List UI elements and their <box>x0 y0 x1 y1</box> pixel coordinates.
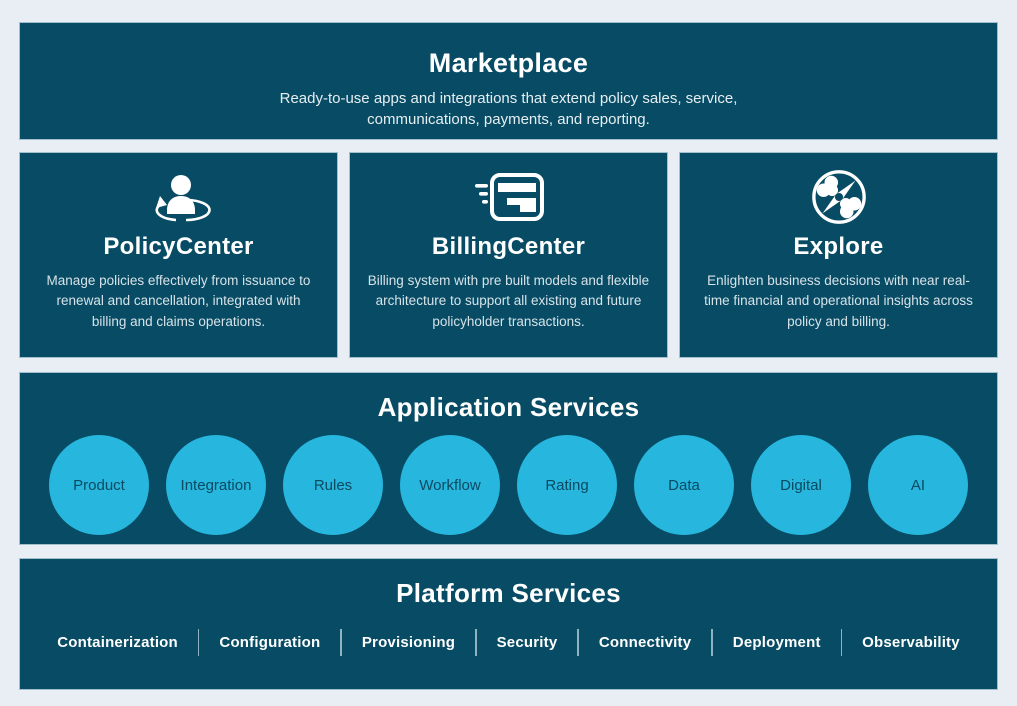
compass-icon <box>680 168 997 226</box>
service-circle-integration: Integration <box>166 435 266 535</box>
marketplace-subtitle-line2: communications, payments, and reporting. <box>367 111 650 128</box>
service-circle-label: AI <box>910 476 926 494</box>
divider <box>577 629 579 656</box>
marketplace-subtitle-line1: Ready-to-use apps and integrations that … <box>279 90 738 107</box>
product-card-policycenter: PolicyCenter Manage policies effectively… <box>19 152 338 358</box>
application-services-title: Application Services <box>377 392 640 422</box>
product-card-description: Billing system with pre built models and… <box>367 273 650 329</box>
service-circle-label: Digital <box>780 476 822 494</box>
service-circle-ai: AI <box>868 435 968 535</box>
platform-services-items: Containerization Configuration Provision… <box>20 629 997 656</box>
platform-services-title: Platform Services <box>396 578 621 608</box>
product-card-description: Enlighten business decisions with near r… <box>704 273 973 329</box>
divider <box>475 629 477 656</box>
platform-item-connectivity: Connectivity <box>598 634 692 651</box>
product-card-title: PolicyCenter <box>103 233 254 260</box>
marketplace-title: Marketplace <box>428 48 589 78</box>
divider <box>340 629 342 656</box>
service-circle-label: Product <box>73 476 125 494</box>
marketplace-banner: Marketplace Ready-to-use apps and integr… <box>19 22 998 140</box>
application-services-circles: Product Integration Rules Workflow Ratin… <box>20 435 997 535</box>
service-circle-label: Integration <box>180 476 252 494</box>
platform-services-band: Platform Services Containerization Confi… <box>19 558 998 690</box>
divider <box>711 629 713 656</box>
service-circle-product: Product <box>49 435 149 535</box>
product-card-billingcenter: BillingCenter Billing system with pre bu… <box>349 152 668 358</box>
application-services-band: Application Services Product Integration… <box>19 372 998 545</box>
platform-item-containerization: Containerization <box>57 634 178 651</box>
service-circle-data: Data <box>634 435 734 535</box>
service-circle-workflow: Workflow <box>400 435 500 535</box>
service-circle-label: Rating <box>545 476 589 494</box>
platform-item-configuration: Configuration <box>219 634 321 651</box>
product-card-title: BillingCenter <box>431 233 586 260</box>
product-card-explore: Explore Enlighten business decisions wit… <box>679 152 998 358</box>
person-sync-icon <box>20 168 337 226</box>
service-circle-label: Workflow <box>419 476 481 494</box>
credit-card-icon <box>350 168 667 226</box>
product-card-title: Explore <box>793 233 884 260</box>
platform-item-security: Security <box>496 634 558 651</box>
platform-item-provisioning: Provisioning <box>361 634 456 651</box>
service-circle-rules: Rules <box>283 435 383 535</box>
divider <box>197 629 200 656</box>
service-circle-label: Data <box>668 476 700 494</box>
platform-item-observability: Observability <box>862 634 960 651</box>
service-circle-rating: Rating <box>517 435 617 535</box>
product-card-description: Manage policies effectively from issuanc… <box>46 273 311 329</box>
service-circle-label: Rules <box>313 476 353 494</box>
divider <box>840 629 843 656</box>
service-circle-digital: Digital <box>751 435 851 535</box>
platform-item-deployment: Deployment <box>732 634 821 651</box>
product-cards-row: PolicyCenter Manage policies effectively… <box>19 152 998 358</box>
